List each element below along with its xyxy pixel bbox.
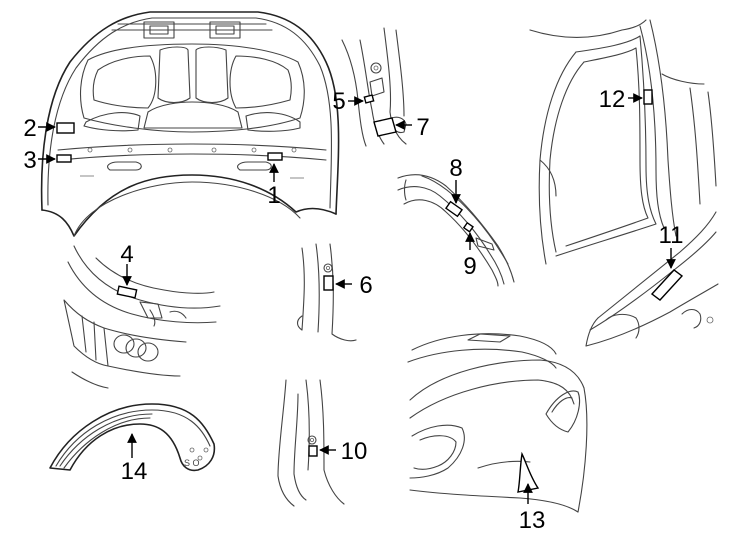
label-7 xyxy=(373,117,397,137)
hood-label-2 xyxy=(56,122,75,134)
callout-7: 7 xyxy=(416,114,429,141)
label-12 xyxy=(643,89,653,105)
callout-12: 12 xyxy=(599,86,626,113)
fender-arch-illustration: S O xyxy=(49,403,216,472)
door-opening-illustration xyxy=(529,19,717,265)
rear-tailgate-illustration xyxy=(407,333,588,513)
callout-numbers: 1 2 3 4 5 6 7 8 9 10 11 12 13 14 xyxy=(23,86,683,534)
label-8 xyxy=(444,200,464,218)
callout-13: 13 xyxy=(519,507,546,534)
callout-9: 9 xyxy=(463,253,476,280)
svg-text:S O: S O xyxy=(184,458,200,468)
front-grille-illustration xyxy=(63,245,221,389)
callout-6: 6 xyxy=(359,272,372,299)
callout-2: 2 xyxy=(23,115,36,142)
label-5 xyxy=(363,94,375,104)
hood-underside-illustration xyxy=(40,11,340,237)
callout-14: 14 xyxy=(121,458,148,485)
callout-8: 8 xyxy=(449,155,462,182)
label-6 xyxy=(323,275,334,291)
hood-label-1 xyxy=(267,152,283,161)
label-9 xyxy=(462,221,474,233)
b-pillar-mid-illustration xyxy=(296,243,357,342)
callout-10: 10 xyxy=(341,438,368,465)
label-4 xyxy=(116,285,138,299)
callout-4: 4 xyxy=(120,241,133,268)
hood-label-3 xyxy=(56,154,72,163)
b-pillar-top-illustration xyxy=(341,27,407,147)
a-pillar-illustration xyxy=(585,211,719,347)
label-11 xyxy=(650,269,684,301)
callout-11: 11 xyxy=(659,222,684,249)
callout-leaders xyxy=(38,93,676,504)
callout-5: 5 xyxy=(332,88,345,115)
callout-3: 3 xyxy=(23,147,36,174)
callout-1: 1 xyxy=(267,182,280,209)
label-10 xyxy=(308,445,318,457)
upper-rail-illustration xyxy=(397,174,515,287)
b-pillar-lower-illustration xyxy=(277,379,345,507)
